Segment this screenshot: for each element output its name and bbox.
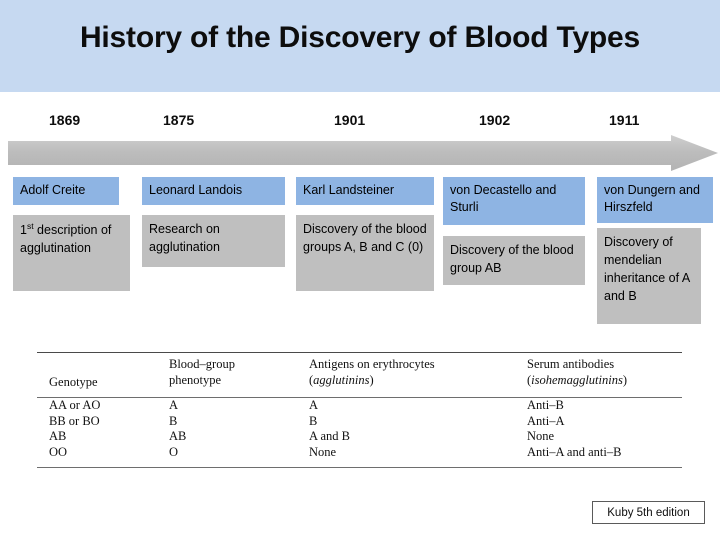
- table-row: BB or BO B B Anti–A: [37, 414, 682, 429]
- table-cell-antibodies: Anti–A and anti–B: [527, 444, 622, 459]
- timeline-year-1875: 1875: [163, 112, 195, 128]
- table-cell-antigens: A: [309, 398, 319, 412]
- column-header-line1: Antigens on erythrocytes: [309, 357, 435, 371]
- paren-close: ): [622, 372, 628, 387]
- table-cell-antigens: B: [309, 413, 318, 428]
- table-cell-phenotype: B: [169, 413, 178, 428]
- column-header-line2: (agglutinins): [309, 373, 435, 389]
- timeline-arrow-icon: [8, 135, 718, 171]
- column-header-line2: phenotype: [169, 372, 222, 387]
- table-cell-antibodies: Anti–B: [527, 398, 564, 412]
- event-name-box: von Decastello and Sturli: [443, 177, 585, 225]
- event-name-box: Adolf Creite: [13, 177, 119, 205]
- timeline-year-1869: 1869: [49, 112, 81, 128]
- page-title: History of the Discovery of Blood Types: [79, 21, 641, 54]
- table-bottom-rule: [37, 467, 682, 468]
- column-header-italic-term: agglutinins: [313, 372, 370, 387]
- table-column-header: Serum antibodies(isohemagglutinins): [527, 357, 627, 388]
- event-description-box: Discovery of mendelian inheritance of A …: [597, 228, 701, 324]
- table-column-header: Genotype: [49, 375, 98, 391]
- table-cell-phenotype: A: [169, 398, 179, 412]
- table-body: AA or AO A A Anti–B BB or BO B B Anti–A AB AB A an…: [37, 398, 682, 467]
- paren-open: (: [309, 372, 314, 387]
- event-name-box: von Dungern and Hirszfeld: [597, 177, 713, 223]
- table-cell-antibodies: Anti–A: [527, 413, 565, 428]
- table-cell-antibodies: None: [527, 429, 555, 443]
- table-column-header: Antigens on erythrocytes(agglutinins): [309, 357, 435, 388]
- table-cell-genotype: BB or BO: [49, 413, 100, 428]
- table-row: AB AB A and B None: [37, 429, 682, 444]
- event-name-box: Leonard Landois: [142, 177, 285, 205]
- ordinal-number: 1: [20, 223, 27, 238]
- table-cell-phenotype: AB: [169, 429, 187, 443]
- paren-close: ): [369, 372, 374, 387]
- column-header-italic-term: isohemagglutinins: [531, 372, 623, 387]
- ordinal-suffix: st: [26, 221, 34, 231]
- timeline-year-1902: 1902: [479, 112, 511, 128]
- timeline-year-1911: 1911: [609, 112, 640, 128]
- timeline-year-labels: 1869 1875 1901 1902 1911: [0, 112, 720, 134]
- title-banner: History of the Discovery of Blood Types: [0, 0, 720, 92]
- event-description-box: 1st description of agglutination: [13, 215, 130, 291]
- table-row: AA or AO A A Anti–B: [37, 398, 682, 413]
- event-description-box: Discovery of the blood groups A, B and C…: [296, 215, 434, 291]
- event-description-box: Research on agglutination: [142, 215, 285, 267]
- column-header-line2: Genotype: [49, 375, 98, 389]
- table-cell-genotype: OO: [49, 444, 68, 459]
- citation-box: Kuby 5th edition: [592, 501, 705, 524]
- table-cell-genotype: AA or AO: [49, 398, 101, 412]
- table-top-rule: [37, 352, 682, 353]
- table-cell-genotype: AB: [49, 429, 67, 443]
- table-cell-antigens: None: [309, 444, 337, 459]
- table-cell-phenotype: O: [169, 444, 179, 459]
- column-header-line1: Blood–group: [169, 357, 235, 371]
- table-mid-rule: [37, 397, 682, 398]
- event-name-box: Karl Landsteiner: [296, 177, 434, 205]
- event-description-box: Discovery of the blood group AB: [443, 236, 585, 285]
- paren-open: (: [527, 372, 532, 387]
- timeline-year-1901: 1901: [334, 112, 366, 128]
- column-header-line2: (isohemagglutinins): [527, 373, 627, 389]
- column-header-line1: Serum antibodies: [527, 357, 615, 371]
- table-cell-antigens: A and B: [309, 429, 350, 443]
- event-description-text: description of agglutination: [20, 223, 112, 256]
- citation-label: Kuby 5th edition: [607, 506, 690, 519]
